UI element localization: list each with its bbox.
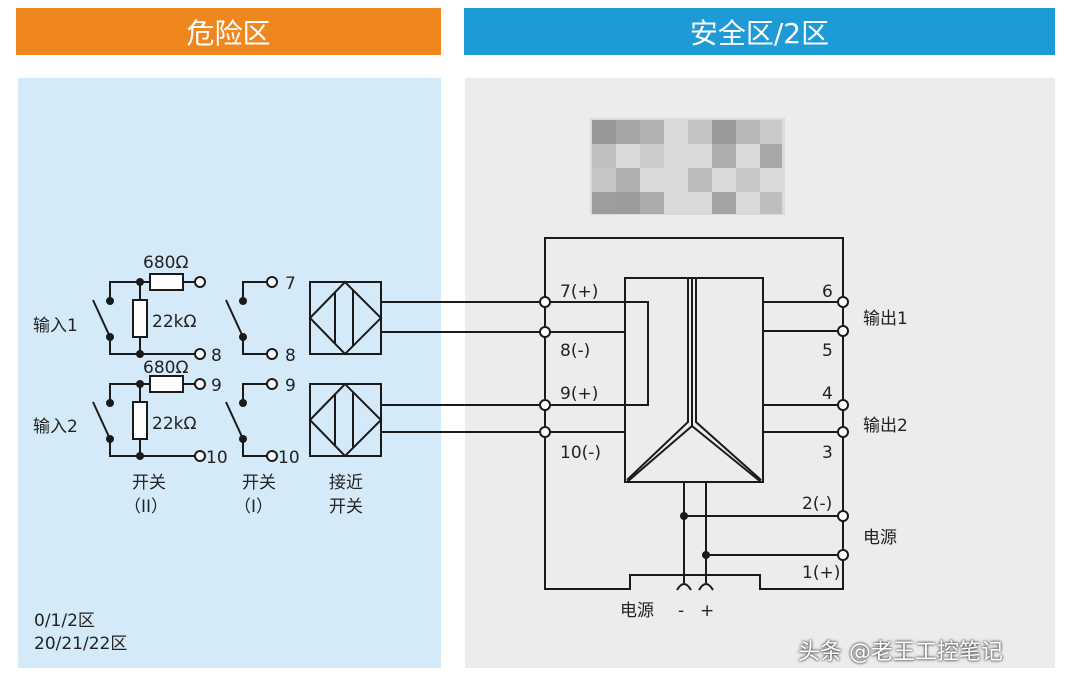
label-switch2: 开关 <box>132 473 166 493</box>
terminal-7: 7(+) <box>560 282 598 302</box>
terminal-label: 7 <box>285 274 296 294</box>
resistor-680 <box>149 273 184 291</box>
label-output2: 输出2 <box>863 416 908 436</box>
label-prox: 接近 <box>329 473 363 493</box>
terminal-2: 2(-) <box>802 494 832 514</box>
label-switch1: 开关 <box>242 473 276 493</box>
blurred-logo <box>590 118 785 215</box>
hazard-zone-panel <box>18 78 441 668</box>
label-input1: 输入1 <box>33 316 78 336</box>
proximity-switches <box>308 280 383 458</box>
terminal-label: 9 <box>211 376 222 396</box>
label-power: 电源 <box>863 528 897 548</box>
terminal-8: 8(-) <box>560 341 590 361</box>
label-input2: 输入2 <box>33 417 78 437</box>
terminal-label: 9 <box>285 376 296 396</box>
label-680: 680Ω <box>143 253 188 273</box>
label-minus: - <box>678 601 684 621</box>
input-circuit-2: 680Ω 22kΩ 输入2 9 10 <box>33 358 228 468</box>
input-circuit-1: 680Ω 22kΩ 输入1 8 <box>33 253 222 366</box>
label-plus: + <box>700 601 714 621</box>
zone-label-dust: 20/21/22区 <box>34 634 127 654</box>
terminal-1: 1(+) <box>802 563 840 583</box>
zone-label-gas: 0/1/2区 <box>34 611 95 631</box>
terminal-9: 9(+) <box>560 384 598 404</box>
terminal-5: 5 <box>822 341 833 361</box>
terminal-4: 4 <box>822 384 833 404</box>
label-output1: 输出1 <box>863 309 908 329</box>
label-22k: 22kΩ <box>152 414 196 434</box>
safe-zone-header: 安全区/2区 <box>464 8 1055 55</box>
hazard-zone-header: 危险区 <box>16 8 441 55</box>
label-bottom-power: 电源 <box>620 601 654 621</box>
switch-1: 7 8 9 10 <box>225 274 300 468</box>
label-680: 680Ω <box>143 358 188 378</box>
terminal-label: 10 <box>206 448 228 468</box>
label-switch1-roman: （I） <box>234 497 273 517</box>
field-wires <box>381 301 540 433</box>
terminal-label: 8 <box>285 346 296 366</box>
terminal-10: 10(-) <box>560 443 601 463</box>
label-22k: 22kΩ <box>152 312 196 332</box>
resistor-22k <box>132 299 148 338</box>
terminal-label: 8 <box>211 346 222 366</box>
terminal-label: 10 <box>278 448 300 468</box>
terminal-3: 3 <box>822 443 833 463</box>
terminal-6: 6 <box>822 282 833 302</box>
isolator-module <box>539 237 849 591</box>
watermark: 头条 @老王工控笔记 <box>798 640 1003 665</box>
label-prox2: 开关 <box>329 497 363 517</box>
label-switch2-roman: （II） <box>124 497 168 517</box>
